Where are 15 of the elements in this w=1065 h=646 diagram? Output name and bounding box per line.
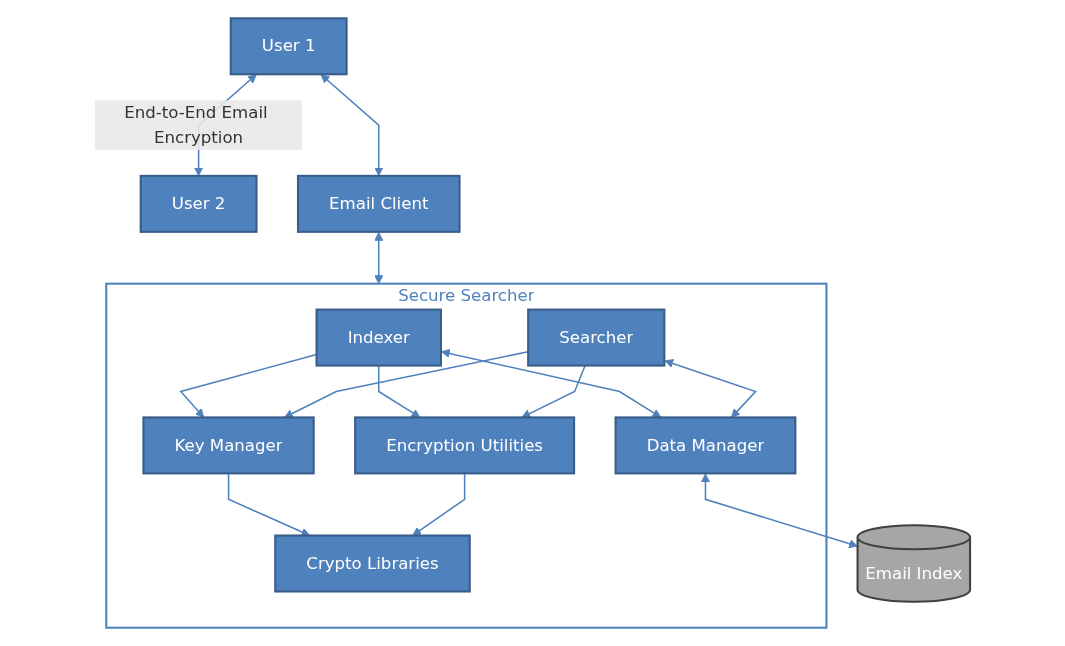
node-box: User 1 (229, 17, 348, 76)
edge-label: End-to-End Email Encryption (124, 102, 268, 147)
arrow (374, 231, 384, 285)
node-box: Data Manager (614, 416, 797, 475)
node-box: Searcher (527, 308, 666, 367)
node-box: Key Manager (142, 416, 315, 475)
arrow (700, 473, 858, 549)
node-box: Encryption Utilities (354, 416, 576, 475)
node-box: Email Client (296, 174, 461, 233)
arrow (440, 348, 662, 418)
node-box: Crypto Libraries (274, 534, 471, 593)
arrow (664, 359, 757, 418)
node-box: User 2 (139, 174, 258, 233)
arrow (284, 350, 529, 418)
node-box: Indexer (315, 308, 442, 367)
